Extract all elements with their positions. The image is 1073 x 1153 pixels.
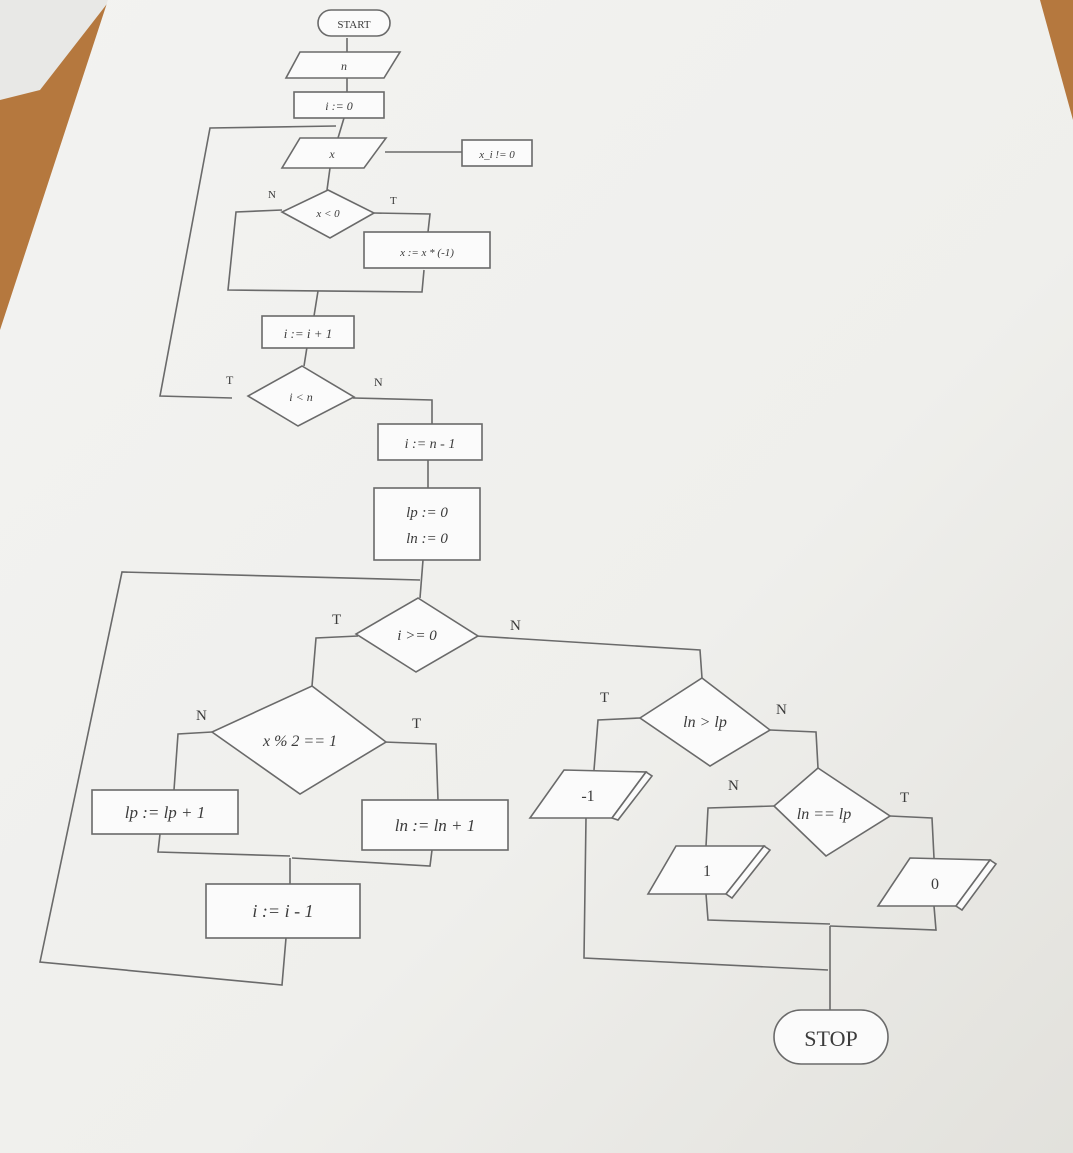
decision-index-nonnegative: i >= 0 T N <box>332 597 521 673</box>
svg-text:ln > lp: ln > lp <box>683 714 727 731</box>
svg-text:ln := 0: ln := 0 <box>406 531 448 547</box>
increment-lp-process: lp := lp + 1 <box>91 789 239 835</box>
svg-text:x < 0: x < 0 <box>315 208 340 220</box>
svg-text:n: n <box>341 59 347 73</box>
svg-text:T: T <box>412 716 421 732</box>
svg-text:T: T <box>390 195 397 207</box>
decision-odd: x % 2 == 1 N T <box>196 685 421 795</box>
svg-text:T: T <box>600 690 609 706</box>
init-i-process: i := 0 <box>293 91 385 119</box>
decision-ln-greater: ln > lp T N <box>600 677 787 767</box>
decrement-i-process: i := i - 1 <box>205 883 361 939</box>
svg-text:1: 1 <box>703 863 711 880</box>
stop-terminator: STOP <box>773 1009 889 1065</box>
svg-text:N: N <box>510 618 521 634</box>
svg-text:lp := lp + 1: lp := lp + 1 <box>125 803 206 822</box>
svg-text:ln == lp: ln == lp <box>797 806 851 823</box>
set-i-process: i := n - 1 <box>377 423 483 461</box>
decision-loop: i < n T N <box>226 365 383 427</box>
svg-text:i := i - 1: i := i - 1 <box>252 901 313 921</box>
svg-text:-1: -1 <box>581 788 594 805</box>
svg-text:N: N <box>196 708 207 724</box>
svg-text:i := 0: i := 0 <box>325 99 352 113</box>
init-counters-process: lp := 0 ln := 0 <box>373 487 481 561</box>
cloth-background <box>0 0 110 100</box>
svg-text:N: N <box>728 778 739 794</box>
svg-text:T: T <box>226 373 234 387</box>
input-xi: x <box>280 137 388 169</box>
svg-text:i < n: i < n <box>289 390 312 404</box>
svg-text:x := x * (-1): x := x * (-1) <box>399 247 454 259</box>
start-terminator: START <box>317 9 391 37</box>
svg-text:ln := ln + 1: ln := ln + 1 <box>395 816 476 835</box>
svg-text:i >= 0: i >= 0 <box>397 628 437 644</box>
svg-text:0: 0 <box>931 876 939 893</box>
svg-text:STOP: STOP <box>804 1026 857 1051</box>
increment-ln-process: ln := ln + 1 <box>361 799 509 851</box>
svg-text:x_i != 0: x_i != 0 <box>478 149 515 161</box>
svg-text:lp := 0: lp := 0 <box>406 505 448 521</box>
svg-text:N: N <box>374 375 383 389</box>
svg-text:START: START <box>337 19 371 31</box>
svg-text:i := n - 1: i := n - 1 <box>405 437 456 452</box>
svg-text:x: x <box>328 147 335 161</box>
side-note-box: x_i != 0 <box>461 139 533 167</box>
svg-text:T: T <box>900 790 909 806</box>
decision-ln-equal: ln == lp N T <box>728 766 909 858</box>
svg-text:x % 2 == 1: x % 2 == 1 <box>262 733 337 750</box>
connectors <box>39 38 937 1010</box>
output-minus-one: -1 <box>528 769 654 821</box>
decision-negative: x < 0 N T <box>268 189 397 239</box>
negate-process: x := x * (-1) <box>363 231 491 269</box>
svg-text:T: T <box>332 612 341 628</box>
svg-text:N: N <box>776 702 787 718</box>
svg-text:N: N <box>268 189 276 201</box>
svg-text:i := i + 1: i := i + 1 <box>284 326 333 341</box>
output-one: 1 <box>646 844 772 900</box>
increment-i-process: i := i + 1 <box>261 315 355 349</box>
output-zero: 0 <box>876 857 998 912</box>
input-n: n <box>284 51 402 79</box>
